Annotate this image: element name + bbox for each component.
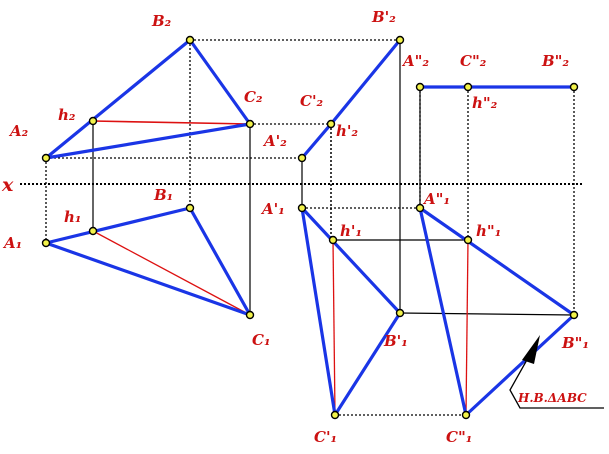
edge-ap2-cp2 bbox=[300, 122, 333, 160]
label-hpp1: h"₁ bbox=[476, 222, 501, 240]
edge-app1-bpp1 bbox=[418, 206, 576, 317]
vertices bbox=[41, 35, 579, 420]
label-x-axis: x bbox=[1, 174, 14, 196]
point-a1 bbox=[41, 238, 51, 248]
edge-b1-c1 bbox=[188, 206, 252, 317]
label-b2: B₂ bbox=[151, 12, 172, 30]
point-hp1 bbox=[328, 235, 338, 245]
pointer-arrowhead bbox=[522, 335, 540, 364]
edge-a2-b2 bbox=[44, 38, 192, 160]
true-size-pointer bbox=[509, 335, 604, 409]
projection-lines bbox=[45, 39, 575, 416]
edge-a1-b1 bbox=[44, 206, 192, 245]
point-cpp1 bbox=[461, 410, 471, 420]
point-h1 bbox=[88, 226, 98, 236]
point-cp1 bbox=[330, 410, 340, 420]
point-hpp1 bbox=[463, 235, 473, 245]
red-hp1-cp1 bbox=[332, 239, 336, 416]
point-bp1 bbox=[395, 308, 405, 318]
label-hpp2: h"₂ bbox=[472, 94, 498, 112]
red-horizontal-h2-c2 bbox=[92, 120, 251, 125]
label-cp1: C'₁ bbox=[314, 428, 337, 446]
point-b2 bbox=[185, 35, 195, 45]
label-app2: A"₂ bbox=[401, 52, 429, 70]
label-ap2: A'₂ bbox=[262, 132, 287, 150]
label-cpp2: C"₂ bbox=[460, 52, 487, 70]
edge-b2-c2 bbox=[188, 38, 252, 126]
point-ap2 bbox=[297, 153, 307, 163]
edge-cp2-bp2 bbox=[329, 38, 402, 126]
point-b1 bbox=[185, 203, 195, 213]
point-c1 bbox=[245, 310, 255, 320]
label-bp1: B'₁ bbox=[383, 332, 408, 350]
label-c1: C₁ bbox=[252, 331, 271, 349]
triangle-edges bbox=[44, 38, 576, 417]
point-c2 bbox=[245, 119, 255, 129]
label-hp2: h'₂ bbox=[336, 122, 358, 140]
label-cpp1: C"₁ bbox=[446, 428, 472, 446]
point-bp2 bbox=[395, 35, 405, 45]
label-ap1: A'₁ bbox=[260, 200, 285, 218]
point-hpp2 bbox=[463, 82, 473, 92]
label-bpp2: B"₂ bbox=[541, 52, 569, 70]
point-app2 bbox=[415, 82, 425, 92]
label-app1: A"₁ bbox=[422, 190, 450, 208]
edge-ap1-cp1 bbox=[300, 206, 337, 417]
label-h1: h₁ bbox=[64, 208, 81, 226]
label-bp2: B'₂ bbox=[371, 8, 396, 26]
label-b1: B₁ bbox=[153, 186, 173, 204]
edge-bp1-cp1 bbox=[333, 311, 402, 417]
point-app1 bbox=[415, 203, 425, 213]
edge-app1-cpp1 bbox=[418, 206, 468, 417]
point-a2 bbox=[41, 153, 51, 163]
label-bpp1: B"₁ bbox=[561, 334, 589, 352]
label-h2: h₂ bbox=[58, 106, 76, 124]
construction-lines bbox=[92, 40, 575, 316]
label-true-size: Н.В.ΔАВС bbox=[517, 391, 587, 405]
label-cp2: C'₂ bbox=[300, 92, 324, 110]
point-bpp2 bbox=[569, 82, 579, 92]
red-lines bbox=[92, 120, 469, 416]
edge-a2-c2 bbox=[44, 122, 252, 160]
point-cp2 bbox=[326, 119, 336, 129]
label-a1: A₁ bbox=[2, 234, 22, 252]
label-c2: C₂ bbox=[244, 88, 263, 106]
label-a2: A₂ bbox=[8, 122, 29, 140]
red-h1-c1 bbox=[92, 230, 251, 316]
edge-bpp1-cpp1 bbox=[464, 313, 576, 417]
pointer-line bbox=[509, 357, 604, 409]
label-hp1: h'₁ bbox=[340, 222, 362, 240]
edge-a1-c1 bbox=[44, 241, 252, 317]
red-hpp1-cpp1 bbox=[465, 239, 469, 416]
point-h2 bbox=[88, 116, 98, 126]
line-bp1-bpp1 bbox=[399, 312, 575, 316]
point-bpp1 bbox=[569, 310, 579, 320]
point-ap1 bbox=[297, 203, 307, 213]
edge-ap1-bp1 bbox=[300, 206, 402, 315]
